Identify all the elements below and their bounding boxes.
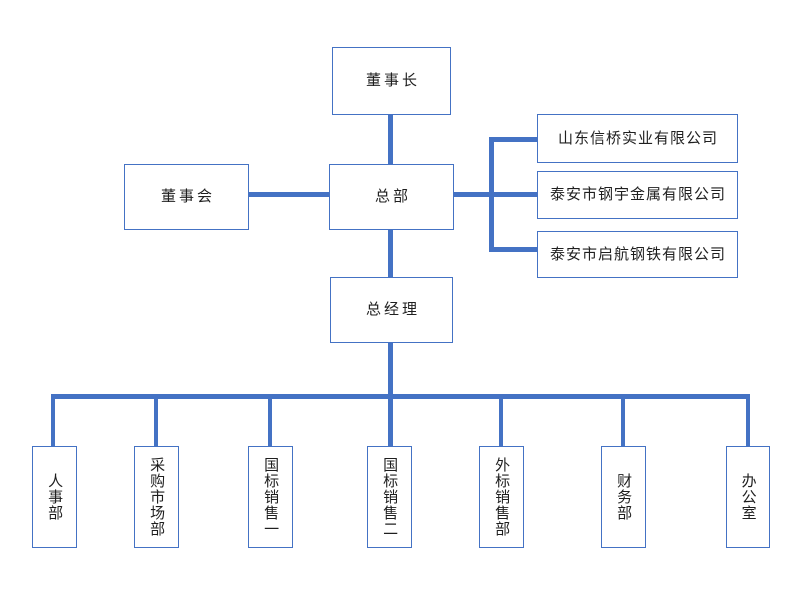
org-node-dept-finance-label: 财务部 bbox=[615, 473, 633, 521]
org-node-dept-national-sales-1-label: 国标销售一 bbox=[262, 457, 280, 537]
org-node-dept-external-sales-label: 外标销售部 bbox=[493, 457, 511, 537]
org-node-general-manager: 总经理 bbox=[330, 277, 453, 343]
connector-drop-ext-sales bbox=[499, 394, 503, 446]
connector-drop-hr bbox=[51, 394, 55, 446]
org-node-headquarters: 总部 bbox=[329, 164, 454, 230]
connector-affiliate-1-branch bbox=[489, 137, 537, 142]
connector-drop-purchasing bbox=[154, 394, 158, 446]
org-node-board: 董事会 bbox=[124, 164, 249, 230]
org-node-dept-office-label: 办公室 bbox=[739, 473, 757, 521]
org-node-general-manager-label: 总经理 bbox=[365, 301, 420, 319]
connector-drop-finance bbox=[621, 394, 625, 446]
connector-headquarters-affiliates bbox=[454, 192, 537, 197]
org-node-dept-purchasing-market-label: 采购市场部 bbox=[148, 457, 166, 537]
org-node-dept-hr-label: 人事部 bbox=[46, 473, 64, 521]
org-node-affiliate-3-label: 泰安市启航钢铁有限公司 bbox=[549, 245, 726, 263]
org-node-dept-finance: 财务部 bbox=[601, 446, 646, 548]
org-node-dept-external-sales: 外标销售部 bbox=[479, 446, 524, 548]
org-node-board-label: 董事会 bbox=[160, 188, 215, 206]
connector-affiliates-trunk bbox=[489, 137, 494, 252]
org-node-affiliate-2-label: 泰安市钢宇金属有限公司 bbox=[549, 186, 726, 204]
org-node-chairman: 董事长 bbox=[332, 47, 451, 115]
org-node-dept-office: 办公室 bbox=[726, 446, 770, 548]
connector-chairman-headquarters bbox=[388, 115, 393, 164]
connector-affiliate-3-branch bbox=[489, 247, 537, 252]
connector-drop-office bbox=[746, 394, 750, 446]
connector-headquarters-gm bbox=[388, 230, 393, 277]
org-node-affiliate-2: 泰安市钢宇金属有限公司 bbox=[537, 171, 738, 219]
connector-board-headquarters bbox=[249, 192, 329, 197]
org-node-affiliate-1-label: 山东信桥实业有限公司 bbox=[557, 129, 718, 147]
org-node-headquarters-label: 总部 bbox=[374, 188, 411, 206]
connector-departments-bus bbox=[51, 394, 750, 399]
org-node-chairman-label: 董事长 bbox=[365, 72, 420, 90]
org-node-dept-national-sales-2: 国标销售二 bbox=[367, 446, 412, 548]
org-node-dept-purchasing-market: 采购市场部 bbox=[134, 446, 179, 548]
org-node-affiliate-3: 泰安市启航钢铁有限公司 bbox=[537, 231, 738, 278]
connector-drop-sales-1 bbox=[268, 394, 272, 446]
org-node-dept-national-sales-2-label: 国标销售二 bbox=[381, 457, 399, 537]
org-node-affiliate-1: 山东信桥实业有限公司 bbox=[537, 114, 738, 163]
org-node-dept-national-sales-1: 国标销售一 bbox=[248, 446, 293, 548]
org-node-dept-hr: 人事部 bbox=[32, 446, 77, 548]
